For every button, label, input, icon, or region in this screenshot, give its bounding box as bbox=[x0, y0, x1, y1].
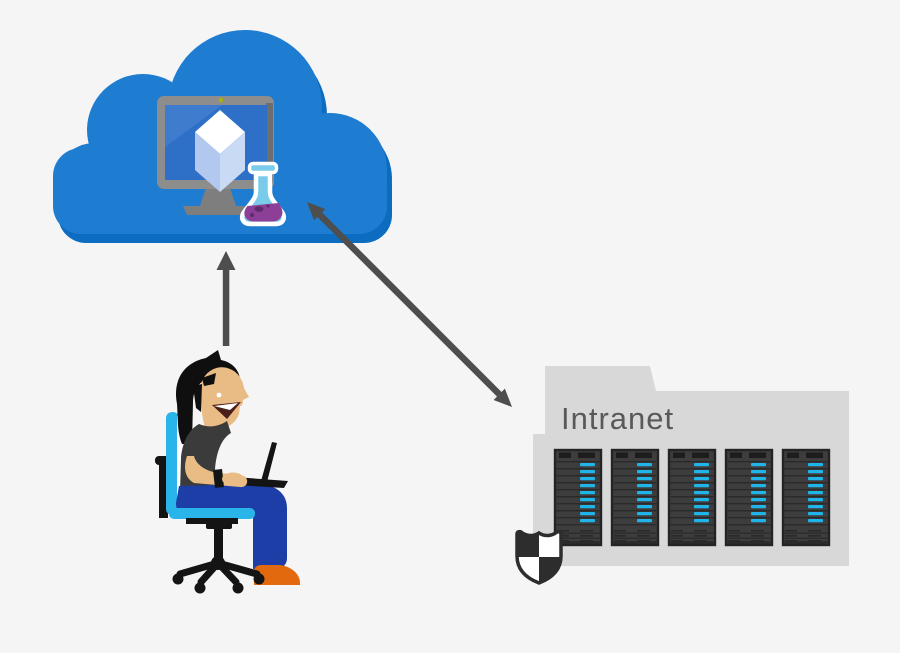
test-flask-icon bbox=[240, 161, 286, 227]
security-shield-icon bbox=[515, 529, 563, 585]
vm-cube-icon bbox=[195, 110, 245, 192]
monitor-frame-shade bbox=[266, 103, 273, 183]
chair-seat bbox=[169, 508, 255, 519]
person-jeans bbox=[176, 484, 287, 569]
sync-arrow bbox=[307, 202, 512, 407]
server-rack bbox=[667, 448, 717, 547]
person-fringe bbox=[202, 373, 216, 386]
office-chair-base bbox=[172, 518, 265, 594]
monitor-stand-base bbox=[183, 206, 253, 215]
intranet-label: Intranet bbox=[561, 401, 674, 436]
person-wristband bbox=[213, 469, 224, 488]
server-racks bbox=[553, 448, 831, 547]
person-hand bbox=[222, 472, 244, 486]
developer-figure bbox=[155, 350, 300, 594]
screen-gloss bbox=[165, 105, 222, 147]
intranet-building: Intranet bbox=[515, 366, 849, 585]
server-rack bbox=[724, 448, 774, 547]
chair-backrest bbox=[166, 412, 179, 515]
flask-liquid bbox=[244, 203, 283, 222]
server-rack bbox=[610, 448, 660, 547]
laptop-base bbox=[234, 477, 288, 488]
azure-cloud-icon bbox=[53, 30, 392, 243]
person-shoe bbox=[254, 565, 300, 585]
virtual-machine-monitor-icon bbox=[157, 96, 274, 215]
laptop-icon bbox=[234, 442, 288, 488]
person-teeth bbox=[214, 403, 238, 410]
server-rack bbox=[781, 448, 831, 547]
camera-dot bbox=[218, 97, 224, 103]
person-eye bbox=[216, 392, 222, 398]
monitor-stand-neck bbox=[200, 188, 236, 206]
upload-arrow bbox=[216, 251, 236, 346]
server-rack bbox=[553, 448, 603, 547]
laptop-screen bbox=[261, 442, 277, 482]
person-sideburn bbox=[193, 384, 202, 412]
